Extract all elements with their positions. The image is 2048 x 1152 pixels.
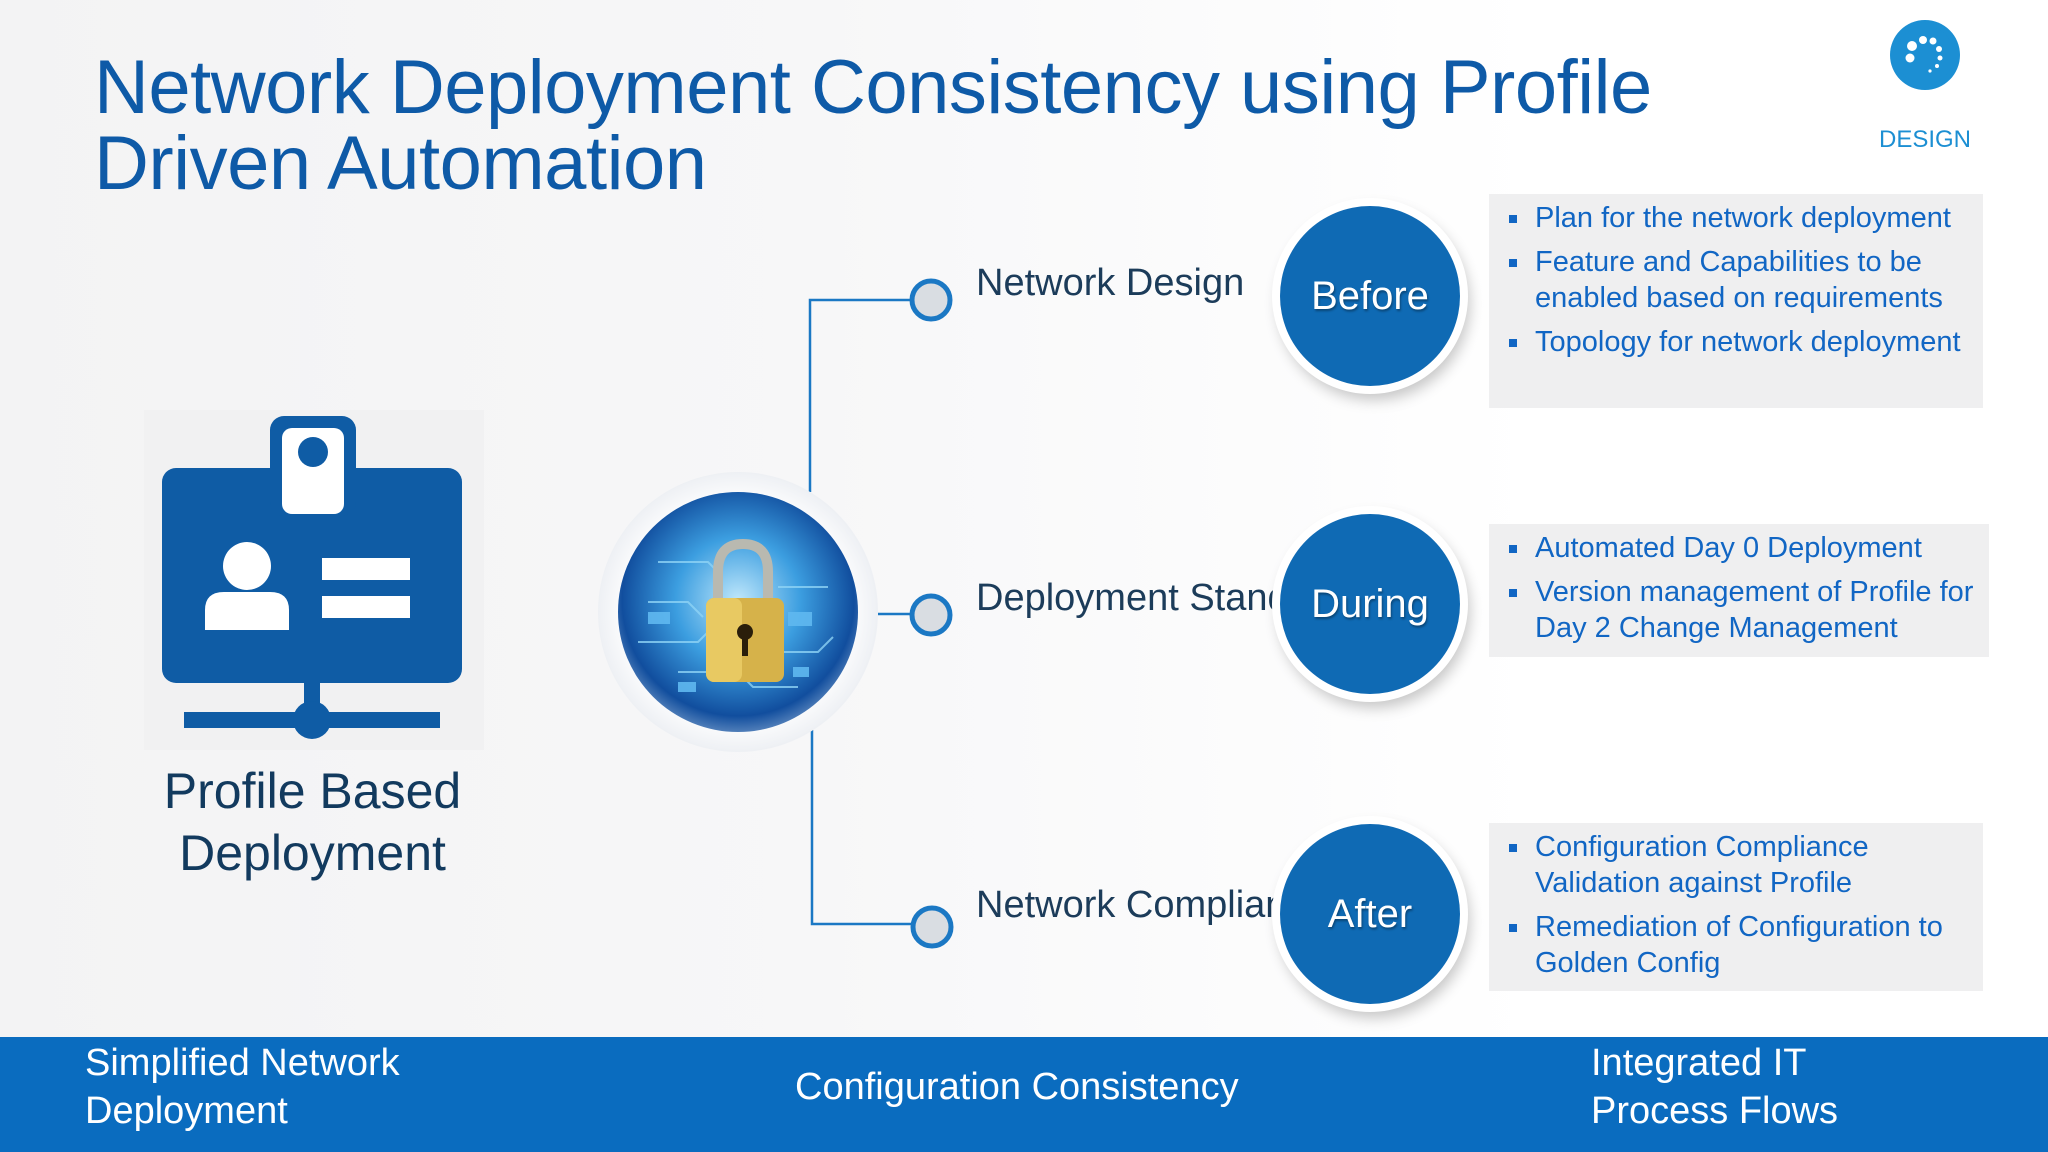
bottom-bar-left: Simplified Network Deployment <box>85 1042 400 1132</box>
brand-label: DESIGN <box>1878 126 1971 153</box>
bottom-bar-right: Integrated IT Process Flows <box>1591 1042 1839 1132</box>
bullet-item: Version management of Profile for Day 2 … <box>1507 574 1977 646</box>
node-label-network-compliance: Network Compliance <box>976 884 1327 926</box>
hub-circle <box>598 472 878 752</box>
bullet-item: Remediation of Configuration to Golden C… <box>1507 909 1971 981</box>
padlock-circuit-icon <box>618 492 858 732</box>
phase-before: Before <box>1280 206 1460 386</box>
node-label-network-design: Network Design <box>976 262 1245 304</box>
detail-box-after: Configuration Compliance Validation agai… <box>1489 823 1983 991</box>
bullet-item: Plan for the network deployment <box>1507 200 1971 236</box>
bullet-item: Feature and Capabilities to be enabled b… <box>1507 244 1971 316</box>
phase-during: During <box>1280 514 1460 694</box>
detail-box-during: Automated Day 0 Deployment Version manag… <box>1489 524 1989 657</box>
bullet-item: Automated Day 0 Deployment <box>1507 530 1977 566</box>
bottom-bar: Simplified Network Deployment Configurat… <box>0 1037 2048 1152</box>
profile-based-deployment-label: Profile Based Deployment <box>163 763 462 881</box>
slide-title: Network Deployment Consistency using Pro… <box>94 45 1652 206</box>
bullet-item: Topology for network deployment <box>1507 324 1971 360</box>
phase-after: After <box>1280 824 1460 1004</box>
id-badge-network-icon <box>144 410 484 750</box>
bullet-item: Configuration Compliance Validation agai… <box>1507 829 1971 901</box>
brand-badge: DESIGN <box>1879 20 1971 154</box>
bottom-bar-center: Configuration Consistency <box>795 1066 1239 1108</box>
dotted-ring-icon <box>1890 20 1960 90</box>
detail-box-before: Plan for the network deployment Feature … <box>1489 194 1983 408</box>
